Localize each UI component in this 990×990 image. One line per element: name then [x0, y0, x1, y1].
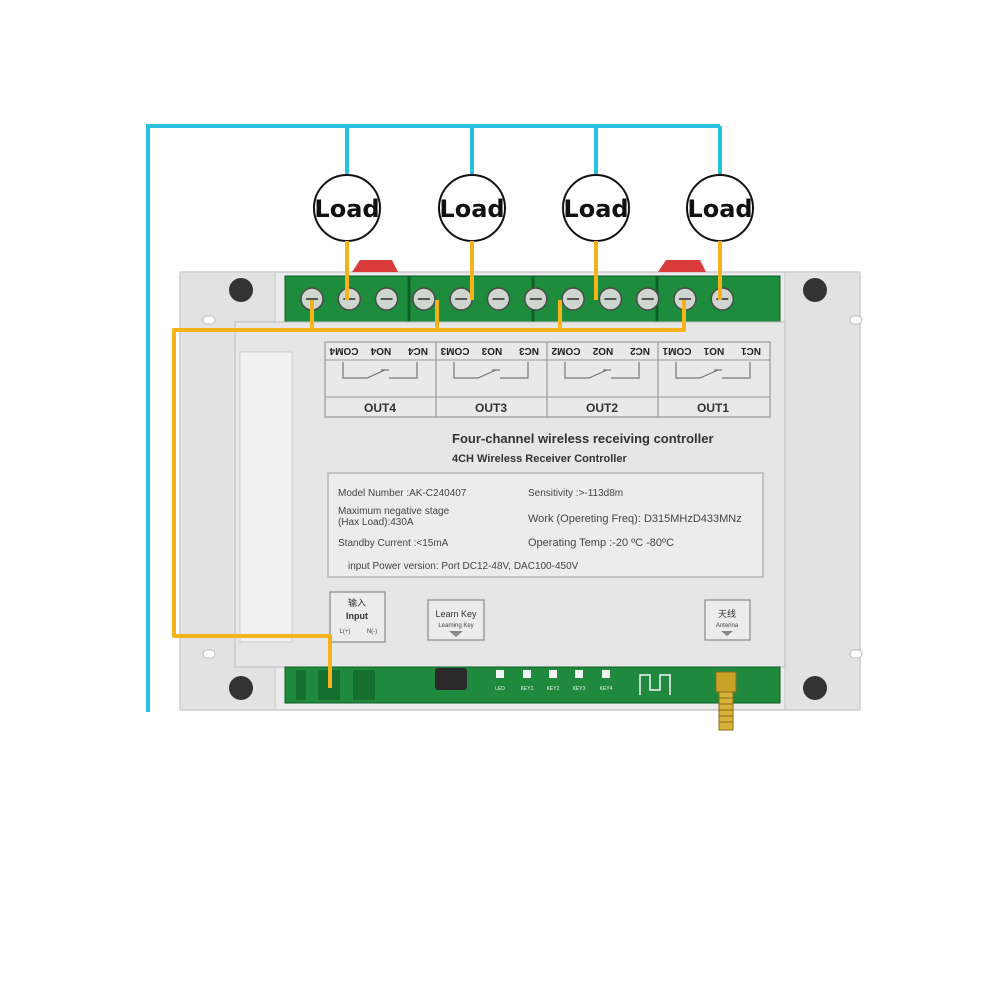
terminal-label-no1: NO1 — [703, 345, 724, 356]
relay-switch-icon — [675, 362, 751, 379]
input-label-n: N(-) — [367, 629, 377, 635]
learn-key-sublabel: Learning Key — [438, 623, 473, 629]
load-2: Load — [438, 174, 506, 242]
terminal-screws — [300, 287, 735, 311]
input-label-en: Input — [346, 611, 368, 621]
spec-work-freq: Work (Opereting Freq): D315MHzD433MNz — [528, 513, 742, 525]
terminal-label-nc4: NC4 — [408, 345, 428, 356]
terminal-label-com4: COM4 — [329, 345, 358, 356]
screw-hole-icon — [229, 676, 253, 700]
antenna-label-cn: 天线 — [718, 608, 736, 619]
terminal-label-nc2: NC2 — [630, 345, 650, 356]
terminal-label-nc1: NC1 — [741, 345, 761, 356]
led-icon — [523, 670, 531, 678]
terminal-label-com1: COM1 — [662, 345, 691, 356]
load-4: Load — [686, 174, 754, 242]
antenna-label-box: 天线 Antenna — [704, 599, 751, 641]
output-terminal-block — [284, 275, 781, 323]
red-tab — [658, 260, 706, 272]
side-label-strip — [239, 351, 293, 643]
orange-wire — [172, 241, 722, 688]
spec-temp: Operating Temp :-20 ºC -80ºC — [528, 537, 674, 549]
relay-switch-icon — [564, 362, 640, 379]
relay-switch-icon — [342, 362, 418, 379]
terminal-label-nc3: NC3 — [519, 345, 539, 356]
terminal-label-no2: NO2 — [592, 345, 613, 356]
spec-power: input Power version: Port DC12-48V, DAC1… — [348, 561, 579, 572]
relay-schematic: COM4 NO4 NC4 COM3 NO3 NC3 COM2 NO2 NC2 C… — [324, 341, 771, 418]
terminal-label-com2: COM2 — [551, 345, 580, 356]
pcb-label-led: LED — [495, 686, 505, 692]
learn-key-button[interactable]: Learn Key Learning Key — [427, 599, 485, 641]
spec-max-load-1: Maximum negative stage — [338, 506, 450, 517]
pcb-label-key1: KEY1 — [521, 686, 534, 692]
learn-push-button[interactable] — [435, 668, 467, 690]
led-icon — [549, 670, 557, 678]
pcb-label-key4: KEY4 — [600, 686, 613, 692]
led-icon — [602, 670, 610, 678]
led-icon — [496, 670, 504, 678]
input-label-cn: 输入 — [348, 597, 366, 608]
product-subtitle: 4CH Wireless Receiver Controller — [452, 453, 627, 465]
bottom-pcb: LED KEY1 KEY2 KEY3 KEY4 — [284, 666, 781, 704]
screw-hole-icon — [803, 278, 827, 302]
load-label: Load — [563, 195, 628, 223]
screw-hole-icon — [229, 278, 253, 302]
red-tab — [352, 260, 398, 272]
spec-model: Model Number :AK-C240407 — [338, 488, 467, 499]
load-3: Load — [562, 174, 630, 242]
pcb-label-key3: KEY3 — [573, 686, 586, 692]
terminal-label-no4: NO4 — [370, 345, 391, 356]
antenna-label-en: Antenna — [716, 623, 739, 629]
load-label: Load — [687, 195, 752, 223]
spec-panel: Model Number :AK-C240407 Maximum negativ… — [327, 472, 764, 578]
load-label: Load — [439, 195, 504, 223]
relay-switch-icon — [453, 362, 529, 379]
blue-wire — [146, 124, 722, 712]
output-label-out2: OUT2 — [586, 401, 618, 415]
input-label-l: L(+) — [340, 629, 351, 635]
relay-switch-symbols — [342, 362, 751, 379]
spec-sensitivity: Sensitivity :>-113d8m — [528, 488, 623, 499]
learn-key-label: Learn Key — [435, 609, 477, 619]
antenna-connector-icon — [715, 671, 737, 731]
terminal-label-no3: NO3 — [481, 345, 502, 356]
terminal-label-com3: COM3 — [440, 345, 469, 356]
pcb-label-key2: KEY2 — [547, 686, 560, 692]
spec-max-load-2: (Hax Load):430A — [338, 517, 414, 528]
chevron-down-icon — [449, 631, 463, 637]
load-1: Load — [313, 174, 381, 242]
chevron-down-icon — [721, 631, 733, 636]
load-label: Load — [314, 195, 379, 223]
spec-standby: Standby Current :<15mA — [338, 538, 449, 549]
led-icon — [575, 670, 583, 678]
output-label-out4: OUT4 — [364, 401, 396, 415]
screw-hole-icon — [803, 676, 827, 700]
output-label-out3: OUT3 — [475, 401, 507, 415]
output-label-out1: OUT1 — [697, 401, 729, 415]
product-title: Four-channel wireless receiving controll… — [452, 431, 714, 446]
input-label-box: 输入 Input L(+) N(-) — [329, 591, 386, 643]
